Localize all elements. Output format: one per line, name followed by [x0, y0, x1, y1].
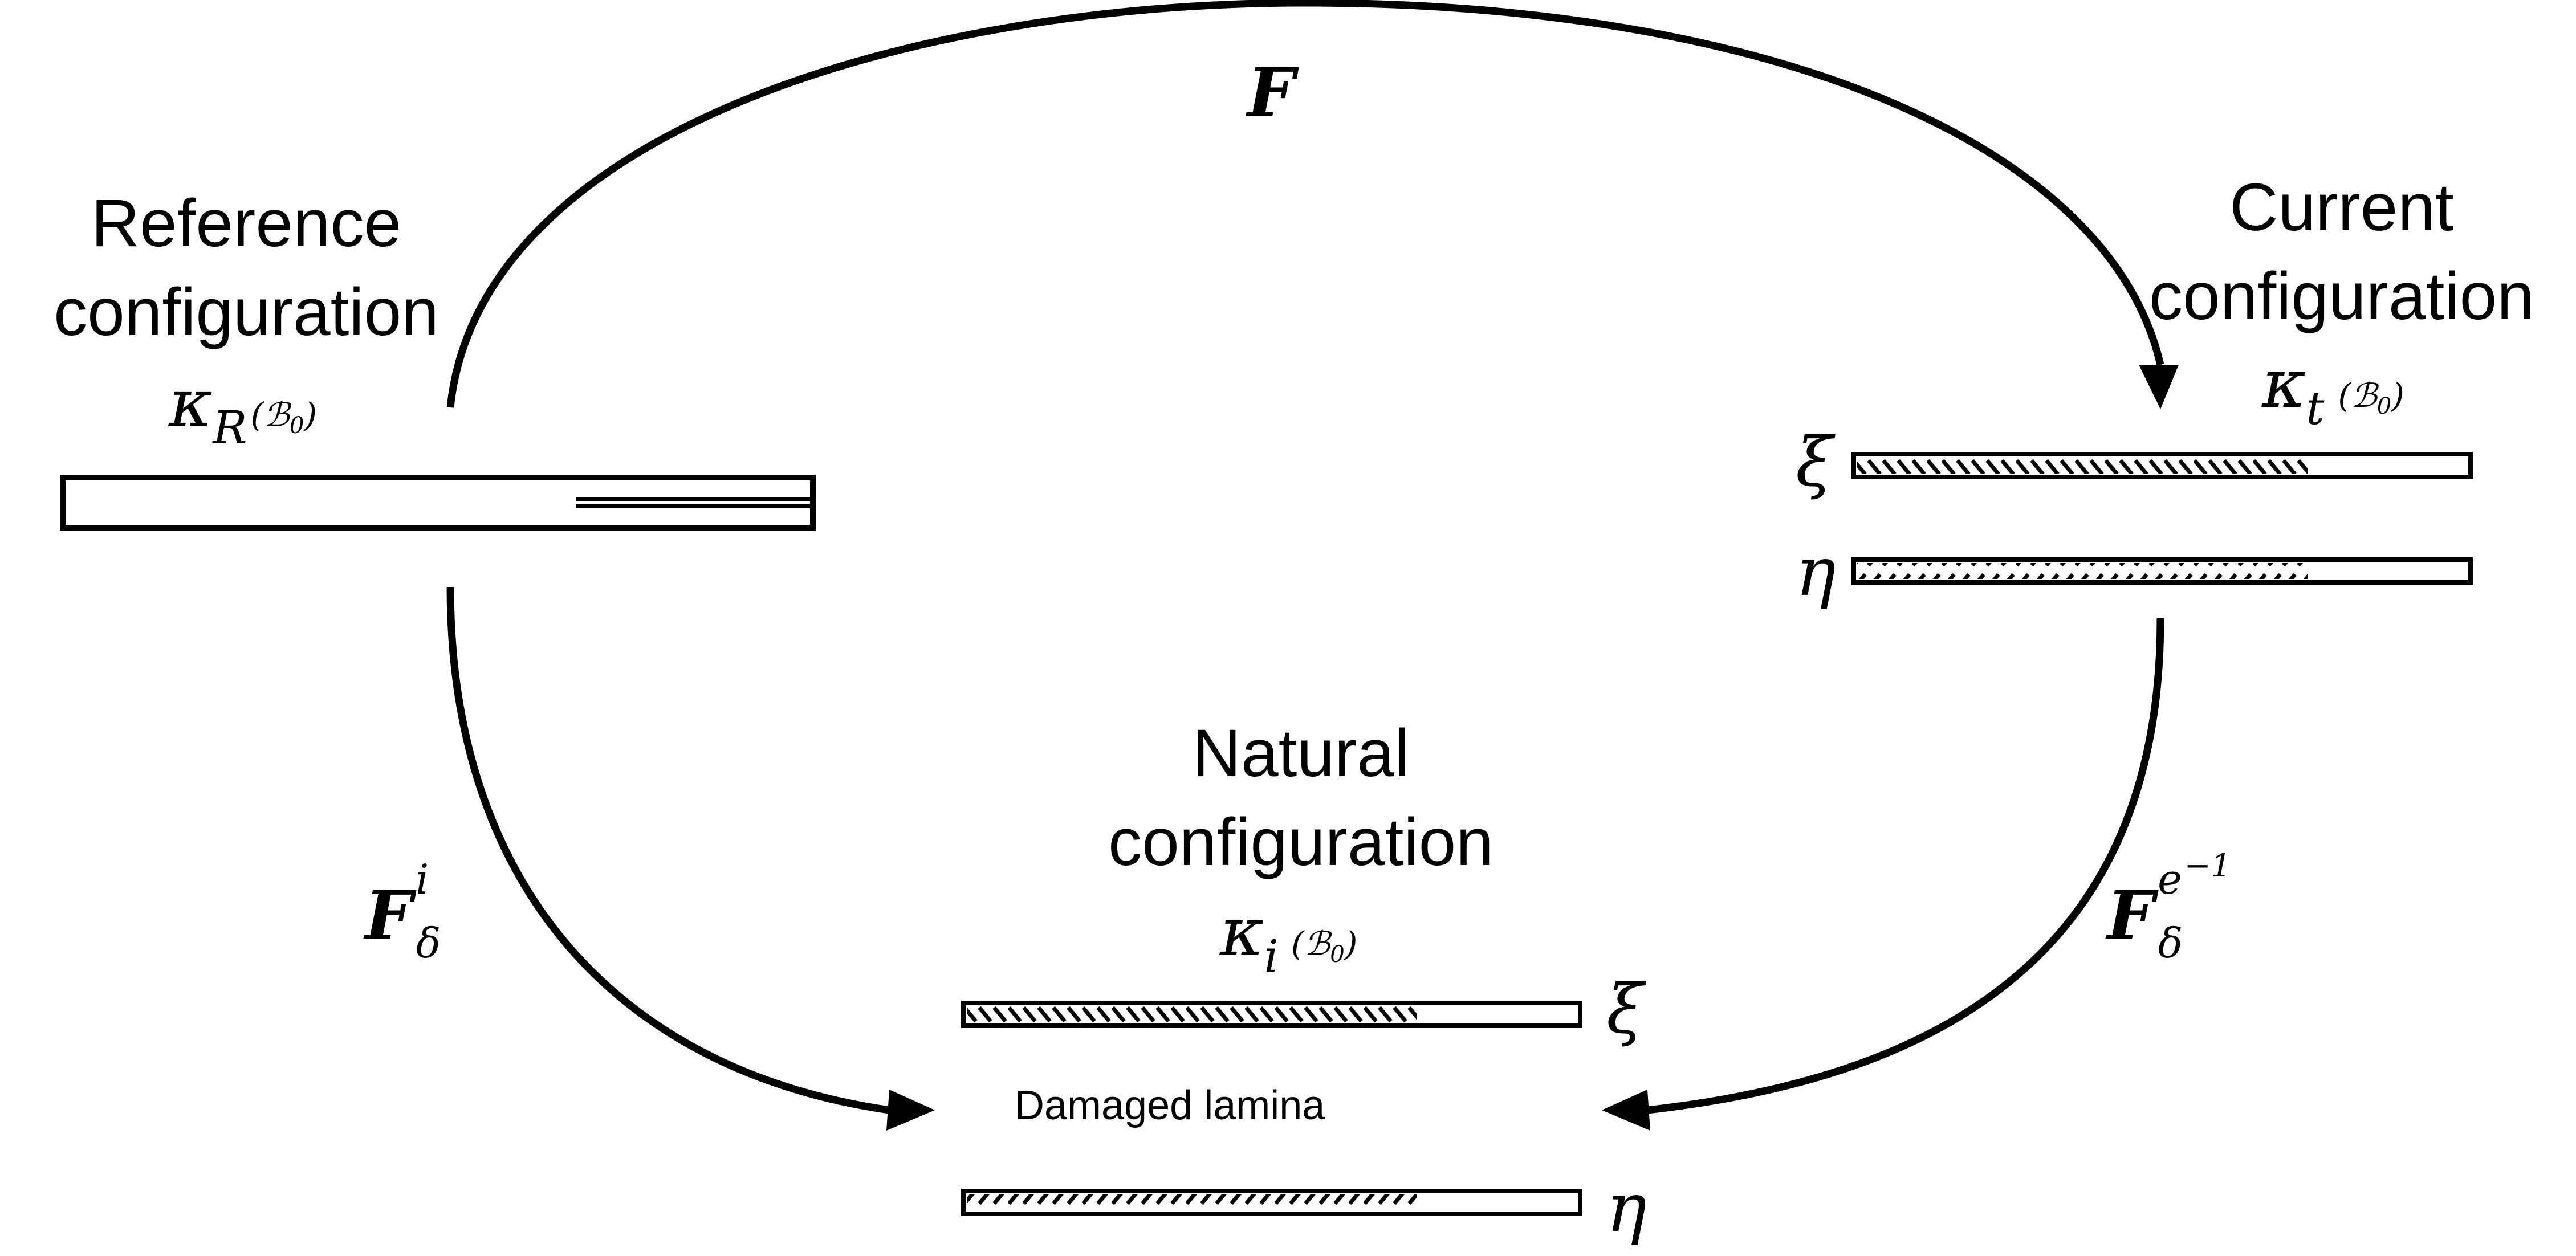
current-title-line1: Current [2229, 170, 2453, 245]
reference-configuration: Reference configuration κR(ℬ0) [54, 186, 816, 531]
current-xi-label: ξ [1796, 423, 1836, 501]
arrow-curve-right [1647, 618, 2164, 1114]
damage-zone-hatch [967, 1194, 1417, 1210]
damage-zone-hatch [1857, 458, 2308, 474]
natural-title-line2: configuration [1108, 805, 1493, 880]
reference-specimen [60, 475, 816, 531]
natural-kappa: κi(ℬ0) [1219, 892, 1357, 983]
current-title-line2: configuration [2149, 259, 2534, 334]
current-eta-label: η [1796, 532, 1836, 611]
current-layer-eta [1851, 557, 2473, 585]
arrowhead-left-icon [1602, 1090, 1650, 1131]
reference-title-line2: configuration [54, 275, 439, 350]
arrow-elastic-inverse-deformation [1602, 618, 2164, 1131]
arrow-curve-left [446, 586, 890, 1114]
natural-layer-xi [961, 1001, 1582, 1028]
arrowhead-down-icon [2139, 365, 2179, 409]
natural-xi-label: ξ [1606, 970, 1646, 1049]
damage-zone-hatch [967, 1006, 1417, 1022]
arrow-curve-top [446, 0, 2164, 408]
mapping-label-inelastic: Fδi [363, 855, 441, 967]
natural-layer-eta [961, 1189, 1582, 1216]
natural-eta-label: η [1606, 1168, 1647, 1247]
specimen-outline [60, 475, 816, 531]
arrow-total-deformation [446, 0, 2179, 409]
current-kappa: κt(ℬ0) [2261, 344, 2404, 435]
reference-title-line1: Reference [91, 186, 401, 261]
natural-title-line1: Natural [1193, 716, 1409, 791]
natural-configuration: Natural configuration κi(ℬ0) ξ Damaged l… [961, 716, 1647, 1247]
arrowhead-right-icon [886, 1090, 935, 1131]
reference-kappa: κR(ℬ0) [168, 364, 317, 454]
damage-zone-hatch [1857, 563, 2308, 579]
mapping-label-elastic-inverse: Fδe−1 [2105, 847, 2231, 967]
mapping-label-total: F [1246, 53, 1299, 132]
arrow-inelastic-deformation [446, 586, 935, 1131]
current-configuration: Current configuration κt(ℬ0) ξ η [1796, 170, 2534, 611]
current-layer-xi [1851, 452, 2473, 479]
damaged-lamina-label: Damaged lamina [1015, 1083, 1325, 1128]
